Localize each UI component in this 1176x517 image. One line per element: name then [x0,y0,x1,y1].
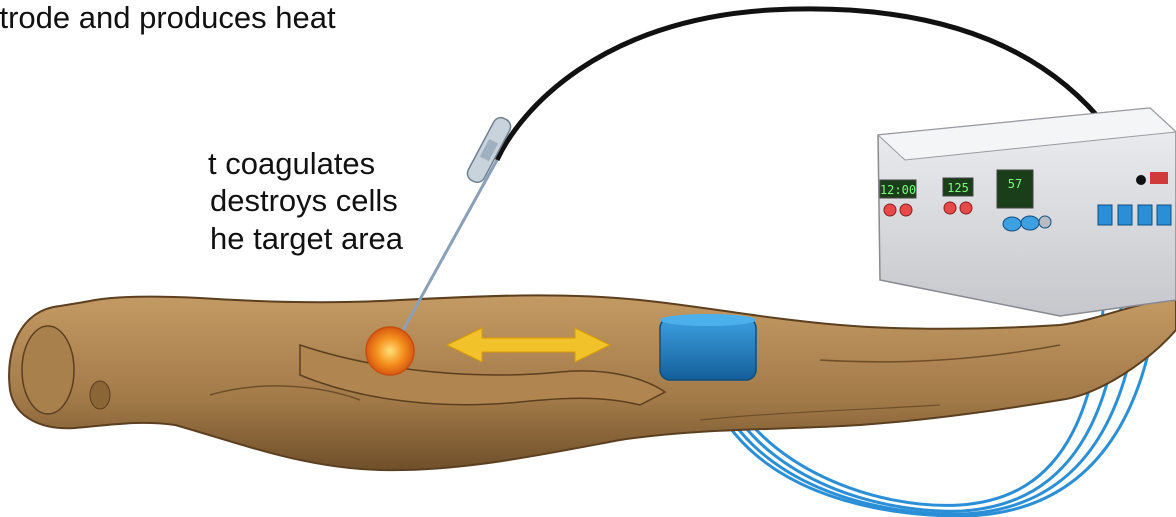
left-up-button [884,204,896,216]
connector-2 [1118,205,1132,225]
connector-4 [1157,205,1171,225]
start-button [1003,217,1021,231]
connector-3 [1138,205,1152,225]
display-right: 57 [1008,177,1022,191]
rf-generator: 12:00 125 57 [878,108,1176,316]
target-lesion [366,327,414,375]
grounding-pad [660,314,756,380]
left-down-button [900,204,912,216]
brand-label [1150,172,1168,184]
mode-button [1039,216,1051,228]
mid-down-button [960,202,972,214]
stop-button [1021,216,1039,230]
display-left: 12:00 [880,183,916,197]
cable-port [1136,175,1146,185]
mid-up-button [944,202,956,214]
connector-1 [1098,205,1112,225]
display-mid: 125 [947,181,969,195]
patient-body [9,295,1176,470]
